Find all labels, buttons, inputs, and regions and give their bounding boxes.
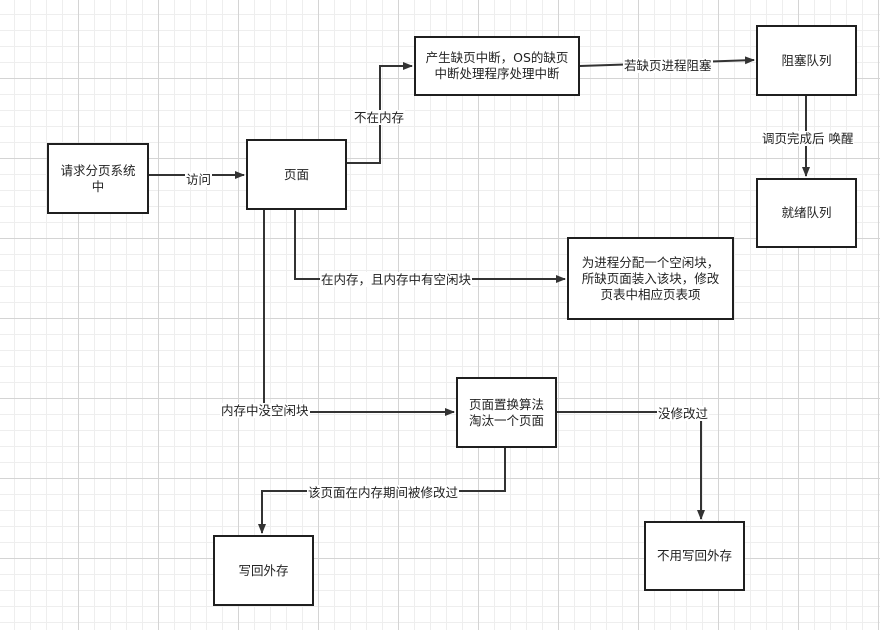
node-allocate-block[interactable]: 为进程分配一个空闲块，所缺页面装入该块，修改页表中相应页表项 xyxy=(567,237,734,320)
node-write-back[interactable]: 写回外存 xyxy=(213,535,314,606)
node-ready-queue[interactable]: 就绪队列 xyxy=(756,178,857,248)
node-request-paging[interactable]: 请求分页系统中 xyxy=(47,143,149,214)
node-page-fault[interactable]: 产生缺页中断，OS的缺页中断处理程序处理中断 xyxy=(414,36,580,96)
edge-label-in-memory-free: 在内存，且内存中有空闲块 xyxy=(320,272,473,287)
edge-not-modified xyxy=(557,411,705,520)
edge-label-wake-up: 调页完成后 唤醒 xyxy=(761,131,855,146)
node-blocked-queue[interactable]: 阻塞队列 xyxy=(756,25,857,96)
node-replacement[interactable]: 页面置换算法淘汰一个页面 xyxy=(456,377,557,448)
edge-label-access: 访问 xyxy=(185,172,213,187)
edge-label-no-free-block: 内存中没空闲块 xyxy=(220,403,310,418)
edge-label-not-modified: 没修改过 xyxy=(657,406,710,421)
edge-label-modified: 该页面在内存期间被修改过 xyxy=(307,485,460,500)
edge-in-memory-free xyxy=(294,210,566,283)
edge-no-free-block xyxy=(263,210,455,416)
node-page[interactable]: 页面 xyxy=(246,139,347,210)
edge-label-not-in-memory: 不在内存 xyxy=(353,110,406,125)
node-no-write-back[interactable]: 不用写回外存 xyxy=(644,521,745,591)
edge-label-process-blocked: 若缺页进程阻塞 xyxy=(623,58,713,73)
